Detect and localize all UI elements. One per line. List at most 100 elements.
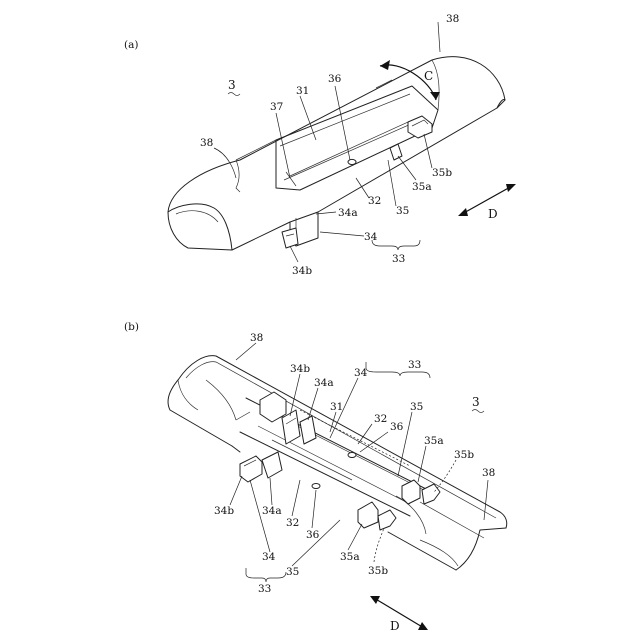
left-end-rim — [168, 212, 232, 250]
axis-arrowhead-b-start — [370, 596, 380, 604]
label-b-31: 31 — [330, 401, 343, 413]
leader-b-34b-left — [230, 476, 242, 505]
latch-block-35b — [408, 116, 432, 138]
leader-b-31 — [330, 412, 336, 432]
bracket-b-33-bottom — [246, 568, 286, 582]
leader-34b — [290, 246, 298, 262]
panel-b-label: (b) — [124, 321, 139, 333]
label-b-34b-left: 34b — [214, 505, 234, 517]
part-label-tilde-b — [472, 410, 484, 413]
right-latch-35a-upper — [402, 480, 420, 504]
axis-label-d-b: D — [390, 619, 400, 633]
leader-34 — [320, 232, 364, 236]
label-34a: 34a — [338, 207, 358, 219]
label-b-35a-right: 35a — [424, 435, 444, 447]
rim-top-edge — [178, 356, 507, 528]
label-35: 35 — [396, 205, 409, 217]
label-36: 36 — [328, 73, 342, 85]
label-b-34a-left: 34a — [262, 505, 282, 517]
leader-b-32-bottom — [292, 480, 300, 516]
label-37: 37 — [270, 101, 283, 113]
right-latch-35b-upper — [422, 484, 440, 504]
left-end-arc — [168, 204, 232, 250]
top-notch — [376, 80, 392, 88]
left-step-line — [236, 160, 240, 192]
panel-a: (a) 3 — [124, 13, 516, 277]
rotation-label-c: C — [424, 69, 433, 83]
front-edge-1 — [232, 446, 240, 452]
panel-a-leaders — [214, 22, 440, 262]
right-floor-line — [420, 502, 484, 538]
latch-34b-hook — [282, 228, 298, 248]
lower-hook-34b — [240, 456, 262, 482]
part-label-tilde — [228, 93, 240, 96]
label-b-36-bottom: 36 — [306, 529, 320, 541]
label-b-34-top: 34 — [354, 367, 368, 379]
right-latch-35a-lower — [358, 502, 378, 528]
label-b-34b-top: 34b — [290, 363, 310, 375]
label-b-33-top: 33 — [408, 359, 421, 371]
leader-b-35b-bottom — [374, 528, 384, 562]
label-38-top: 38 — [446, 13, 459, 25]
leader-37 — [276, 113, 290, 178]
left-end-b-curve — [178, 380, 198, 410]
leader-35a — [398, 156, 416, 180]
label-b-35-top: 35 — [410, 401, 423, 413]
left-upper-seam — [236, 140, 276, 160]
leader-38-top — [438, 22, 440, 52]
inner-wall-left — [206, 380, 236, 420]
leader-b-38-top — [236, 343, 256, 360]
label-34b: 34b — [292, 265, 312, 277]
label-b-34-bottom: 34 — [262, 551, 276, 563]
bottom-edge-left — [232, 222, 290, 250]
leader-b-34a-left — [270, 478, 272, 505]
right-latches — [358, 480, 440, 530]
label-b-33-bottom: 33 — [258, 583, 271, 595]
half-cylinder-body — [168, 57, 505, 250]
lower-latch-pair — [240, 452, 282, 482]
label-b-35b-bottom: 35b — [368, 565, 388, 577]
leader-31 — [300, 96, 316, 140]
upper-latch-pair — [260, 392, 316, 444]
axis-line-a — [462, 186, 512, 214]
left-end-inner — [176, 211, 218, 222]
hole-36-top — [348, 453, 356, 458]
label-b-35-bottom: 35 — [286, 566, 299, 578]
panel-b: (b) 3 — [124, 321, 507, 633]
label-b-34a-top: 34a — [314, 377, 334, 389]
slot-inner-top — [280, 94, 410, 146]
front-edge-2 — [388, 532, 456, 570]
label-b-32-top: 32 — [374, 413, 387, 425]
right-step-line — [432, 60, 439, 110]
leader-b-38-right — [484, 480, 488, 520]
axis-arrowhead-a-end — [506, 184, 516, 192]
channel-bottom-edge — [240, 432, 410, 516]
label-33: 33 — [392, 253, 405, 265]
upper-tab-34a — [300, 416, 316, 444]
leader-b-36-bottom — [312, 490, 316, 528]
lower-latch — [282, 212, 318, 248]
axis-arrowhead-a-start — [458, 208, 468, 216]
label-34: 34 — [364, 231, 378, 243]
label-b-36-top: 36 — [390, 421, 404, 433]
part-label-3-b: 3 — [472, 395, 480, 409]
label-35a: 35a — [412, 181, 432, 193]
leader-35b — [424, 134, 432, 168]
axis-arrow-d-a: D — [458, 184, 516, 221]
label-38-left: 38 — [200, 137, 213, 149]
right-end-b — [456, 528, 506, 570]
label-35b: 35b — [432, 167, 452, 179]
hole-36-bottom — [312, 484, 320, 489]
leader-38-left — [214, 148, 236, 178]
lower-tab-34a — [262, 452, 282, 478]
leader-b-35b-right — [434, 460, 456, 492]
inner-step — [236, 412, 250, 420]
label-b-32-bottom: 32 — [286, 517, 299, 529]
leader-b-34a-top — [308, 388, 318, 420]
panel-a-label: (a) — [124, 39, 138, 51]
label-31: 31 — [296, 85, 309, 97]
left-end-b — [168, 380, 232, 446]
half-cylinder-inner — [168, 356, 507, 570]
leader-b-35a-bottom — [348, 524, 362, 550]
part-label-3: 3 — [228, 78, 236, 92]
